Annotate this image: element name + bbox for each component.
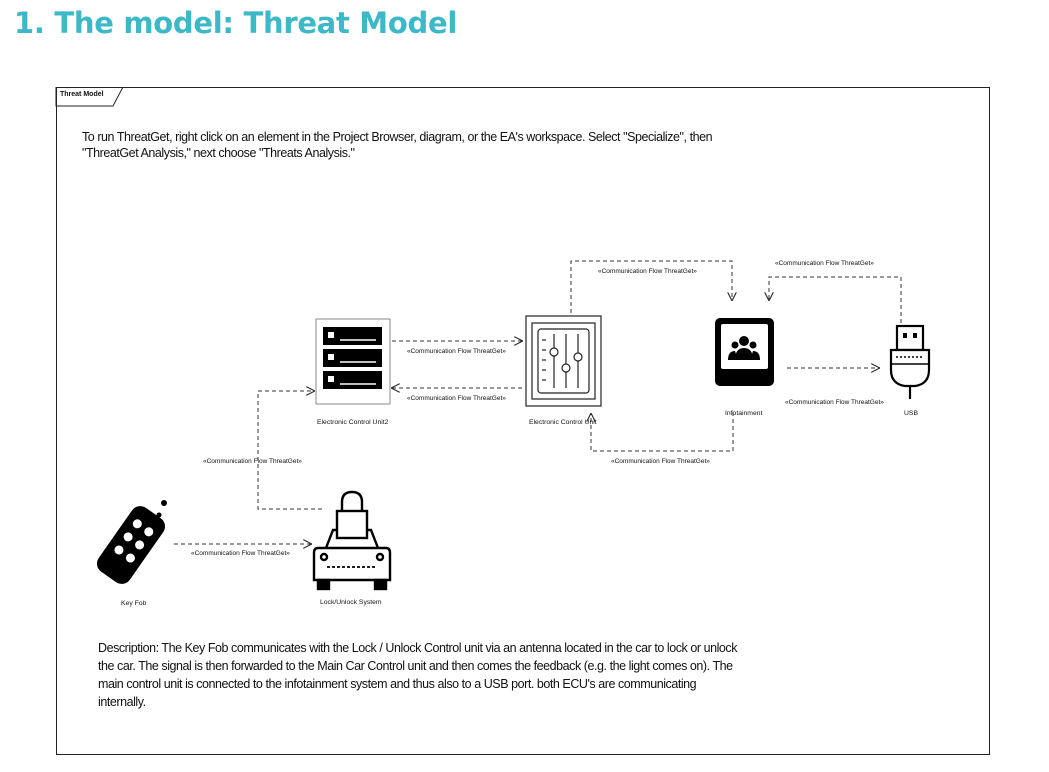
lock-node[interactable] <box>312 490 392 591</box>
keyfob-node[interactable] <box>93 500 169 588</box>
flow-ecu1-to-info[interactable] <box>570 260 732 313</box>
infotainment-label: Infotainment <box>725 410 763 417</box>
equalizer-sliders-icon <box>537 328 590 394</box>
usb-plug-icon <box>889 324 931 399</box>
instructions-text: To run ThreatGet, right click on an elem… <box>82 130 713 160</box>
flow-label-usb-to-info: «Communication Flow ThreatGet» <box>775 260 874 267</box>
flow-label-keyfob-to-lock: «Communication Flow ThreatGet» <box>191 550 290 557</box>
flow-label-ecu1-to-info: «Communication Flow ThreatGet» <box>598 268 697 275</box>
ecu2-node[interactable] <box>315 318 391 405</box>
server-rack-icon <box>323 327 382 389</box>
frame-tab-label: Threat Model <box>60 91 104 98</box>
page-title: 1. The model: Threat Model <box>14 6 457 40</box>
ecu2-label: Electronic Control Unit2 <box>317 419 389 426</box>
flow-info-to-ecu1[interactable] <box>591 412 734 452</box>
diagram-frame <box>56 87 990 755</box>
description-text: Description: The Key Fob communicates wi… <box>98 641 738 709</box>
flow-label-ecu2-to-ecu1: «Communication Flow ThreatGet» <box>407 348 506 355</box>
usb-label: USB <box>904 410 918 417</box>
users-icon <box>728 336 760 360</box>
flow-lock-to-ecu2[interactable] <box>257 391 322 510</box>
flow-label-ecu1-to-ecu2: «Communication Flow ThreatGet» <box>407 395 506 402</box>
car-lock-icon <box>312 490 392 591</box>
key-fob-remote-icon <box>96 500 167 584</box>
ecu1-node[interactable] <box>525 315 602 407</box>
flow-label-info-to-ecu1: «Communication Flow ThreatGet» <box>611 458 710 465</box>
flow-label-info-to-usb: «Communication Flow ThreatGet» <box>785 399 884 406</box>
flow-usb-to-info[interactable] <box>769 276 902 323</box>
infotainment-node[interactable] <box>715 318 774 386</box>
lock-label: Lock/Unlock System <box>320 599 382 606</box>
frame-tab <box>55 86 124 107</box>
keyfob-label: Key Fob <box>121 600 147 607</box>
usb-node[interactable] <box>889 324 931 399</box>
flow-label-lock-to-ecu2: «Communication Flow ThreatGet» <box>203 458 302 465</box>
ecu1-label: Electronic Control Unit <box>529 419 597 426</box>
